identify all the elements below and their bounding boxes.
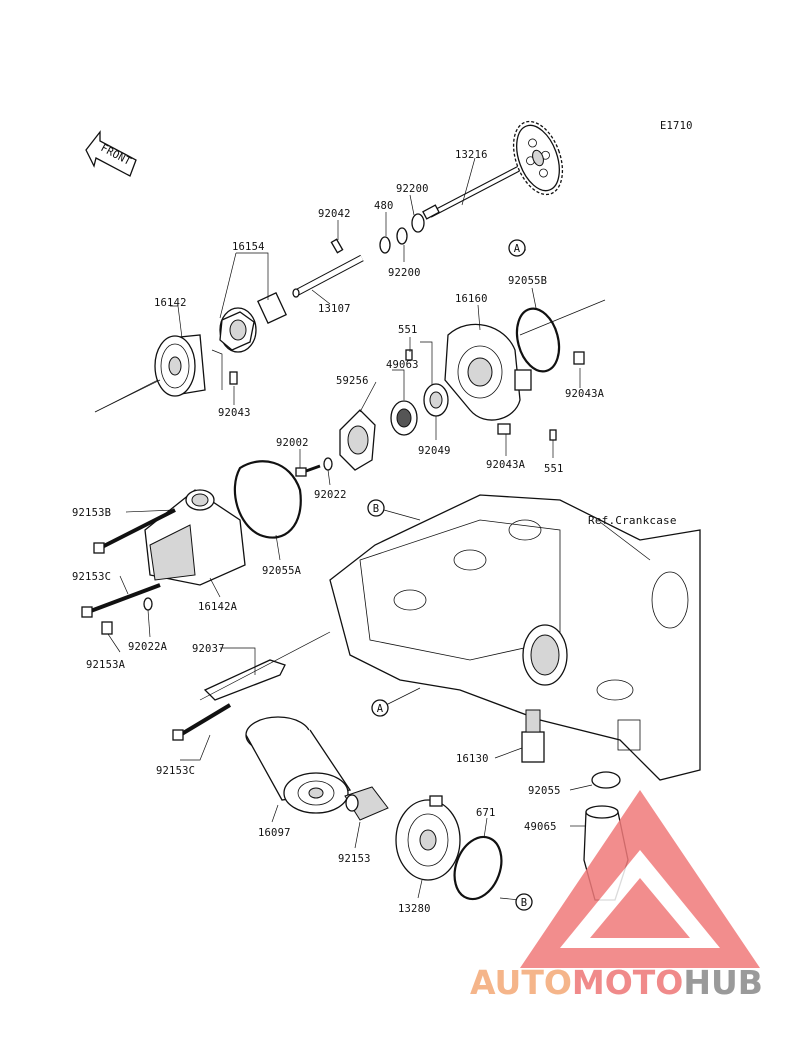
automotohub-watermark: AUTOMOTOHUB: [470, 790, 763, 1002]
part-label: 92043A: [486, 459, 526, 471]
part-label: 49063: [386, 359, 419, 371]
part-label: 92200: [396, 183, 429, 195]
svg-text:AUTOMOTOHUB: AUTOMOTOHUB: [470, 963, 763, 1002]
part-label: 92153: [338, 853, 371, 865]
oil-filter-bolt: [344, 786, 389, 821]
pump-rotor-16154: [219, 292, 287, 353]
part-label: 92022A: [128, 641, 168, 653]
part-label: 92043A: [565, 388, 605, 400]
part-label: 92055A: [262, 565, 302, 577]
oil-cooler-fitting: [521, 709, 545, 763]
front-arrow-icon: FRONT: [85, 130, 137, 177]
water-pump-impeller: [339, 409, 376, 471]
watermark-triangle-icon: [520, 790, 760, 968]
part-label: 551: [398, 324, 418, 336]
bolt-92002: [295, 464, 321, 477]
part-label: 92153C: [156, 765, 195, 777]
part-label: 551: [544, 463, 564, 475]
part-label: 480: [374, 200, 394, 212]
part-labels: 13216 92200 480 92042 92200 16154 13107 …: [72, 149, 605, 915]
watermark-auto: AUTO: [470, 963, 572, 1002]
part-label: 92022: [314, 489, 347, 501]
callout-b-bottom: B: [515, 893, 533, 911]
watermark-moto: MOTO: [572, 963, 683, 1002]
svg-text:A: A: [514, 243, 521, 255]
part-label: 92153C: [72, 571, 111, 583]
part-label: 16142A: [198, 601, 238, 613]
part-label: 16160: [455, 293, 488, 305]
part-label: 16130: [456, 753, 489, 765]
callout-b-top: B: [367, 499, 385, 517]
svg-text:B: B: [373, 503, 380, 515]
pump-body-16142: [94, 334, 206, 413]
pump-cover-16160: [444, 323, 532, 421]
crankcase: [329, 494, 701, 781]
part-label: 13107: [318, 303, 351, 315]
part-label: 59256: [336, 375, 369, 387]
part-label: 92055: [528, 785, 561, 797]
svg-text:A: A: [377, 703, 384, 715]
part-label: 16142: [154, 297, 187, 309]
part-label: 92002: [276, 437, 309, 449]
oil-cooler: [395, 795, 461, 881]
part-label: 16154: [232, 241, 265, 253]
part-label: 92042: [318, 208, 351, 220]
part-label: 49065: [524, 821, 557, 833]
water-pump-housing: [144, 489, 246, 586]
callout-a-top: A: [508, 239, 526, 257]
part-label: 92153A: [86, 659, 126, 671]
leader-lines: [94, 157, 651, 901]
oil-filter: [245, 716, 352, 814]
ref-crankcase-label: Ref.Crankcase: [588, 514, 677, 527]
oil-pump-shaft-gear: [422, 120, 564, 220]
part-label: 13216: [455, 149, 488, 161]
part-label: 92049: [418, 445, 451, 457]
callout-a-bottom: A: [371, 699, 389, 717]
part-label: 16097: [258, 827, 291, 839]
part-label: 92153B: [72, 507, 111, 519]
part-label: 92055B: [508, 275, 547, 287]
pump-shaft-13107: [292, 254, 364, 298]
part-label: 13280: [398, 903, 431, 915]
part-label: 92200: [388, 267, 421, 279]
watermark-hub: HUB: [683, 963, 763, 1002]
part-label: 92037: [192, 643, 225, 655]
part-label: 92043: [218, 407, 251, 419]
part-label: 671: [476, 807, 496, 819]
svg-text:B: B: [521, 897, 528, 909]
diagram-code: E1710: [660, 120, 693, 132]
